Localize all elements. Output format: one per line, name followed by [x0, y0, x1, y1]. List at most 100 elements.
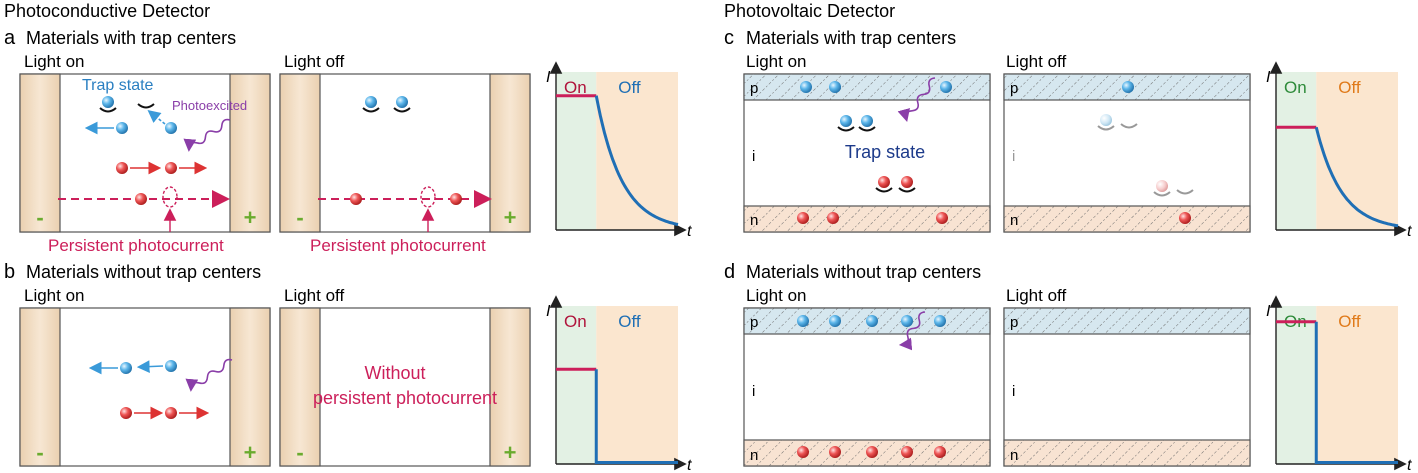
trap-well: [1176, 189, 1194, 195]
p-hatch: [744, 74, 990, 100]
electrode-left: [279, 307, 321, 467]
panel-c-light-off: Light off: [1006, 52, 1066, 71]
panel-b: b Materials without trap centers Light o…: [4, 261, 531, 467]
trap-well: [875, 187, 893, 193]
panel-d: d Materials without trap centers Light o…: [724, 261, 1251, 467]
hole-highlight: [420, 186, 436, 208]
panel-a-light-on: Light on: [24, 52, 85, 71]
electron: [1122, 81, 1134, 93]
hole: [1179, 212, 1191, 224]
electron: [797, 315, 809, 327]
off-label: Off: [618, 78, 641, 97]
without-label-2: persistent photocurrent: [313, 388, 497, 408]
n-hatch: [744, 206, 990, 232]
x-axis-label: t: [687, 457, 692, 473]
y-axis-label: I: [546, 303, 551, 320]
electron: [116, 122, 128, 134]
p-label: p: [750, 80, 758, 97]
photon-wave: [185, 358, 233, 392]
panel-a-light-off: Light off: [284, 52, 344, 71]
on-region: [1276, 306, 1317, 464]
p-label: p: [1010, 80, 1018, 97]
n-hatch: [1004, 206, 1250, 232]
x-axis-label: t: [1407, 223, 1412, 240]
electrode-left: [279, 73, 321, 233]
p-label: p: [1010, 314, 1018, 331]
minus-sign: -: [296, 205, 303, 230]
photoconductive-title: Photoconductive Detector: [4, 1, 210, 21]
hole: [866, 446, 878, 458]
n-label: n: [750, 447, 758, 464]
panel-c-letter: c: [724, 27, 734, 49]
device-b-on: [19, 307, 271, 467]
photon-wave: [183, 118, 231, 152]
without-label: Without: [364, 363, 425, 383]
y-axis-label: I: [1266, 303, 1271, 320]
x-axis-label: t: [1407, 457, 1412, 473]
on-label: On: [564, 78, 587, 97]
electron-arrow: [136, 360, 164, 373]
minus-sign: -: [36, 440, 43, 465]
trap-well: [1097, 125, 1115, 131]
hole-highlight: [162, 186, 178, 208]
electron: [901, 315, 913, 327]
trap-well: [1153, 191, 1171, 197]
photon-wave: [897, 77, 936, 123]
y-axis-label: I: [1266, 69, 1271, 86]
off-label: Off: [1338, 78, 1361, 97]
electron: [165, 360, 177, 372]
minus-sign: -: [296, 440, 303, 465]
hole: [450, 193, 462, 205]
panel-a-letter: a: [4, 27, 16, 49]
plus-sign: +: [504, 205, 517, 230]
off-region: [1316, 72, 1398, 230]
trapping-arrow: [147, 110, 166, 125]
i-label: i: [752, 148, 755, 165]
trap-well: [362, 107, 380, 113]
hole: [797, 446, 809, 458]
panel-d-title: Materials without trap centers: [746, 262, 981, 282]
panel-d-light-off: Light off: [1006, 286, 1066, 305]
hole: [934, 446, 946, 458]
off-label: Off: [1338, 312, 1361, 331]
released-hole: [1156, 180, 1168, 192]
electron: [866, 315, 878, 327]
hole: [116, 162, 128, 174]
trapped-electron: [396, 96, 408, 108]
hole: [165, 407, 177, 419]
electrode-right: [489, 307, 531, 467]
trapped-hole: [878, 176, 890, 188]
light-off-curve: [1314, 126, 1399, 228]
electrode-right: [489, 73, 531, 233]
i-label: i: [1012, 148, 1015, 165]
trap-state-label: Trap state: [845, 142, 925, 162]
off-region: [596, 306, 678, 464]
trap-well: [1120, 123, 1138, 129]
electron: [800, 81, 812, 93]
trapped-electron: [840, 115, 852, 127]
plus-sign: +: [504, 440, 517, 465]
on-region: [1276, 72, 1317, 230]
hole: [350, 193, 362, 205]
trap-well: [837, 126, 855, 132]
electron: [120, 362, 132, 374]
off-label: Off: [618, 312, 641, 331]
hole: [936, 212, 948, 224]
panel-a: a Materials with trap centers Light on L…: [4, 27, 531, 255]
photon-wave: [898, 311, 926, 351]
panel-c-light-on: Light on: [746, 52, 807, 71]
hole: [165, 162, 177, 174]
panel-b-light-off: Light off: [284, 286, 344, 305]
n-label: n: [750, 212, 758, 229]
on-label: On: [564, 312, 587, 331]
i-label: i: [1012, 383, 1015, 400]
on-region: [556, 306, 597, 464]
hole: [797, 212, 809, 224]
i-label: i: [752, 383, 755, 400]
panel-d-light-on: Light on: [746, 286, 807, 305]
light-off-curve: [594, 369, 678, 464]
persistent-label: Persistent photocurrent: [48, 236, 224, 255]
released-electron: [1100, 114, 1112, 126]
trapped-electron: [102, 96, 114, 108]
